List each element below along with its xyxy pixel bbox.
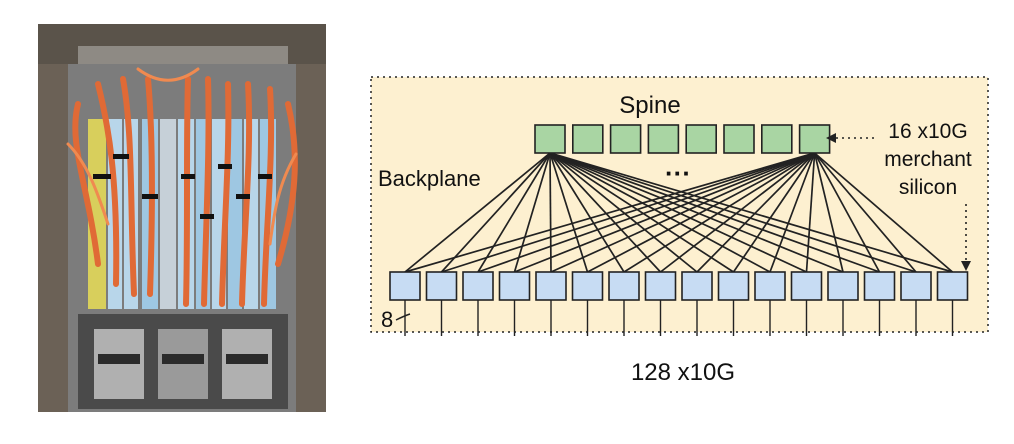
spine-leaf-link	[440, 152, 551, 273]
spine-switches	[534, 124, 831, 154]
spine-note-line-2: merchant	[884, 148, 972, 171]
leaf-switch	[462, 271, 494, 301]
spine-leaf-link	[477, 152, 551, 273]
leaf-switch	[717, 271, 750, 301]
leaf-switch	[425, 271, 458, 301]
leaf-switch	[790, 271, 823, 301]
spine-switch	[685, 124, 718, 154]
spine-leaf-link	[813, 152, 917, 273]
leaf-switches	[389, 271, 969, 301]
leaf-switch	[827, 271, 859, 301]
spine-note-arrowhead	[826, 133, 836, 143]
leaf-port-count-label: 8	[381, 307, 393, 332]
leaf-switch	[608, 271, 640, 301]
spine-leaf-link	[696, 152, 816, 273]
leaf-note-arrowhead	[961, 261, 971, 271]
spine-leaf-link	[549, 152, 844, 273]
spine-leaf-link	[441, 152, 815, 273]
spine-leaf-link	[477, 152, 815, 273]
spine-leaf-link	[549, 152, 698, 273]
spine-leaf-link	[549, 152, 552, 273]
spine-leaf-link	[549, 152, 880, 273]
spine-note-line-1: 16 x10G	[888, 120, 967, 143]
spine-leaf-link	[659, 152, 816, 273]
leaf-switch	[900, 271, 932, 301]
spine-switch	[534, 124, 566, 154]
spine-leaf-link	[549, 152, 917, 273]
spine-switch	[571, 124, 604, 154]
total-ports-label: 128 x10G	[631, 359, 735, 386]
spine-leaf-link	[549, 152, 662, 273]
spine-switch	[798, 124, 831, 154]
spine-leaf-links	[404, 152, 954, 273]
leaf-switch	[863, 271, 896, 301]
spine-leaf-link	[549, 152, 771, 273]
spine-leaf-link	[404, 152, 815, 273]
spine-leaf-link	[514, 152, 815, 273]
spine-switch	[647, 124, 680, 154]
spine-leaf-link	[513, 152, 551, 273]
spine-switch	[760, 124, 793, 154]
spine-leaf-link	[404, 152, 551, 273]
spine-leaf-link	[549, 152, 953, 273]
leaf-switch	[498, 271, 531, 301]
spine-leaf-link	[549, 152, 589, 273]
leaf-switch	[535, 271, 567, 301]
leaf-switch	[389, 271, 421, 301]
chassis-photo	[38, 24, 326, 412]
spine-leaf-link	[549, 152, 734, 273]
spine-leaf-link	[587, 152, 815, 273]
leaf-switch	[936, 271, 969, 301]
leaf-port-count-tick	[395, 313, 411, 321]
spine-label: Spine	[619, 92, 680, 119]
spine-leaf-link	[623, 152, 816, 273]
leaf-switch	[644, 271, 677, 301]
spine-leaf-link	[813, 152, 881, 273]
spine-switch	[723, 124, 755, 154]
leaf-switch	[681, 271, 713, 301]
spine-note-line-3: silicon	[899, 176, 957, 199]
spine-leaf-link	[550, 152, 815, 273]
spine-leaf-link	[814, 152, 954, 273]
backplane-label: Backplane	[378, 166, 481, 191]
leaf-switch	[571, 271, 604, 301]
leaf-port-lines	[404, 300, 954, 336]
spine-ellipsis: ···	[665, 158, 691, 188]
spine-leaf-link	[813, 152, 844, 273]
spine-switch	[609, 124, 642, 154]
spine-leaf-link	[549, 152, 625, 273]
leaf-switch	[754, 271, 786, 301]
spine-leaf-link	[769, 152, 816, 273]
spine-leaf-link	[549, 152, 807, 273]
spine-leaf-link	[732, 152, 816, 273]
spine-leaf-link	[805, 152, 816, 273]
